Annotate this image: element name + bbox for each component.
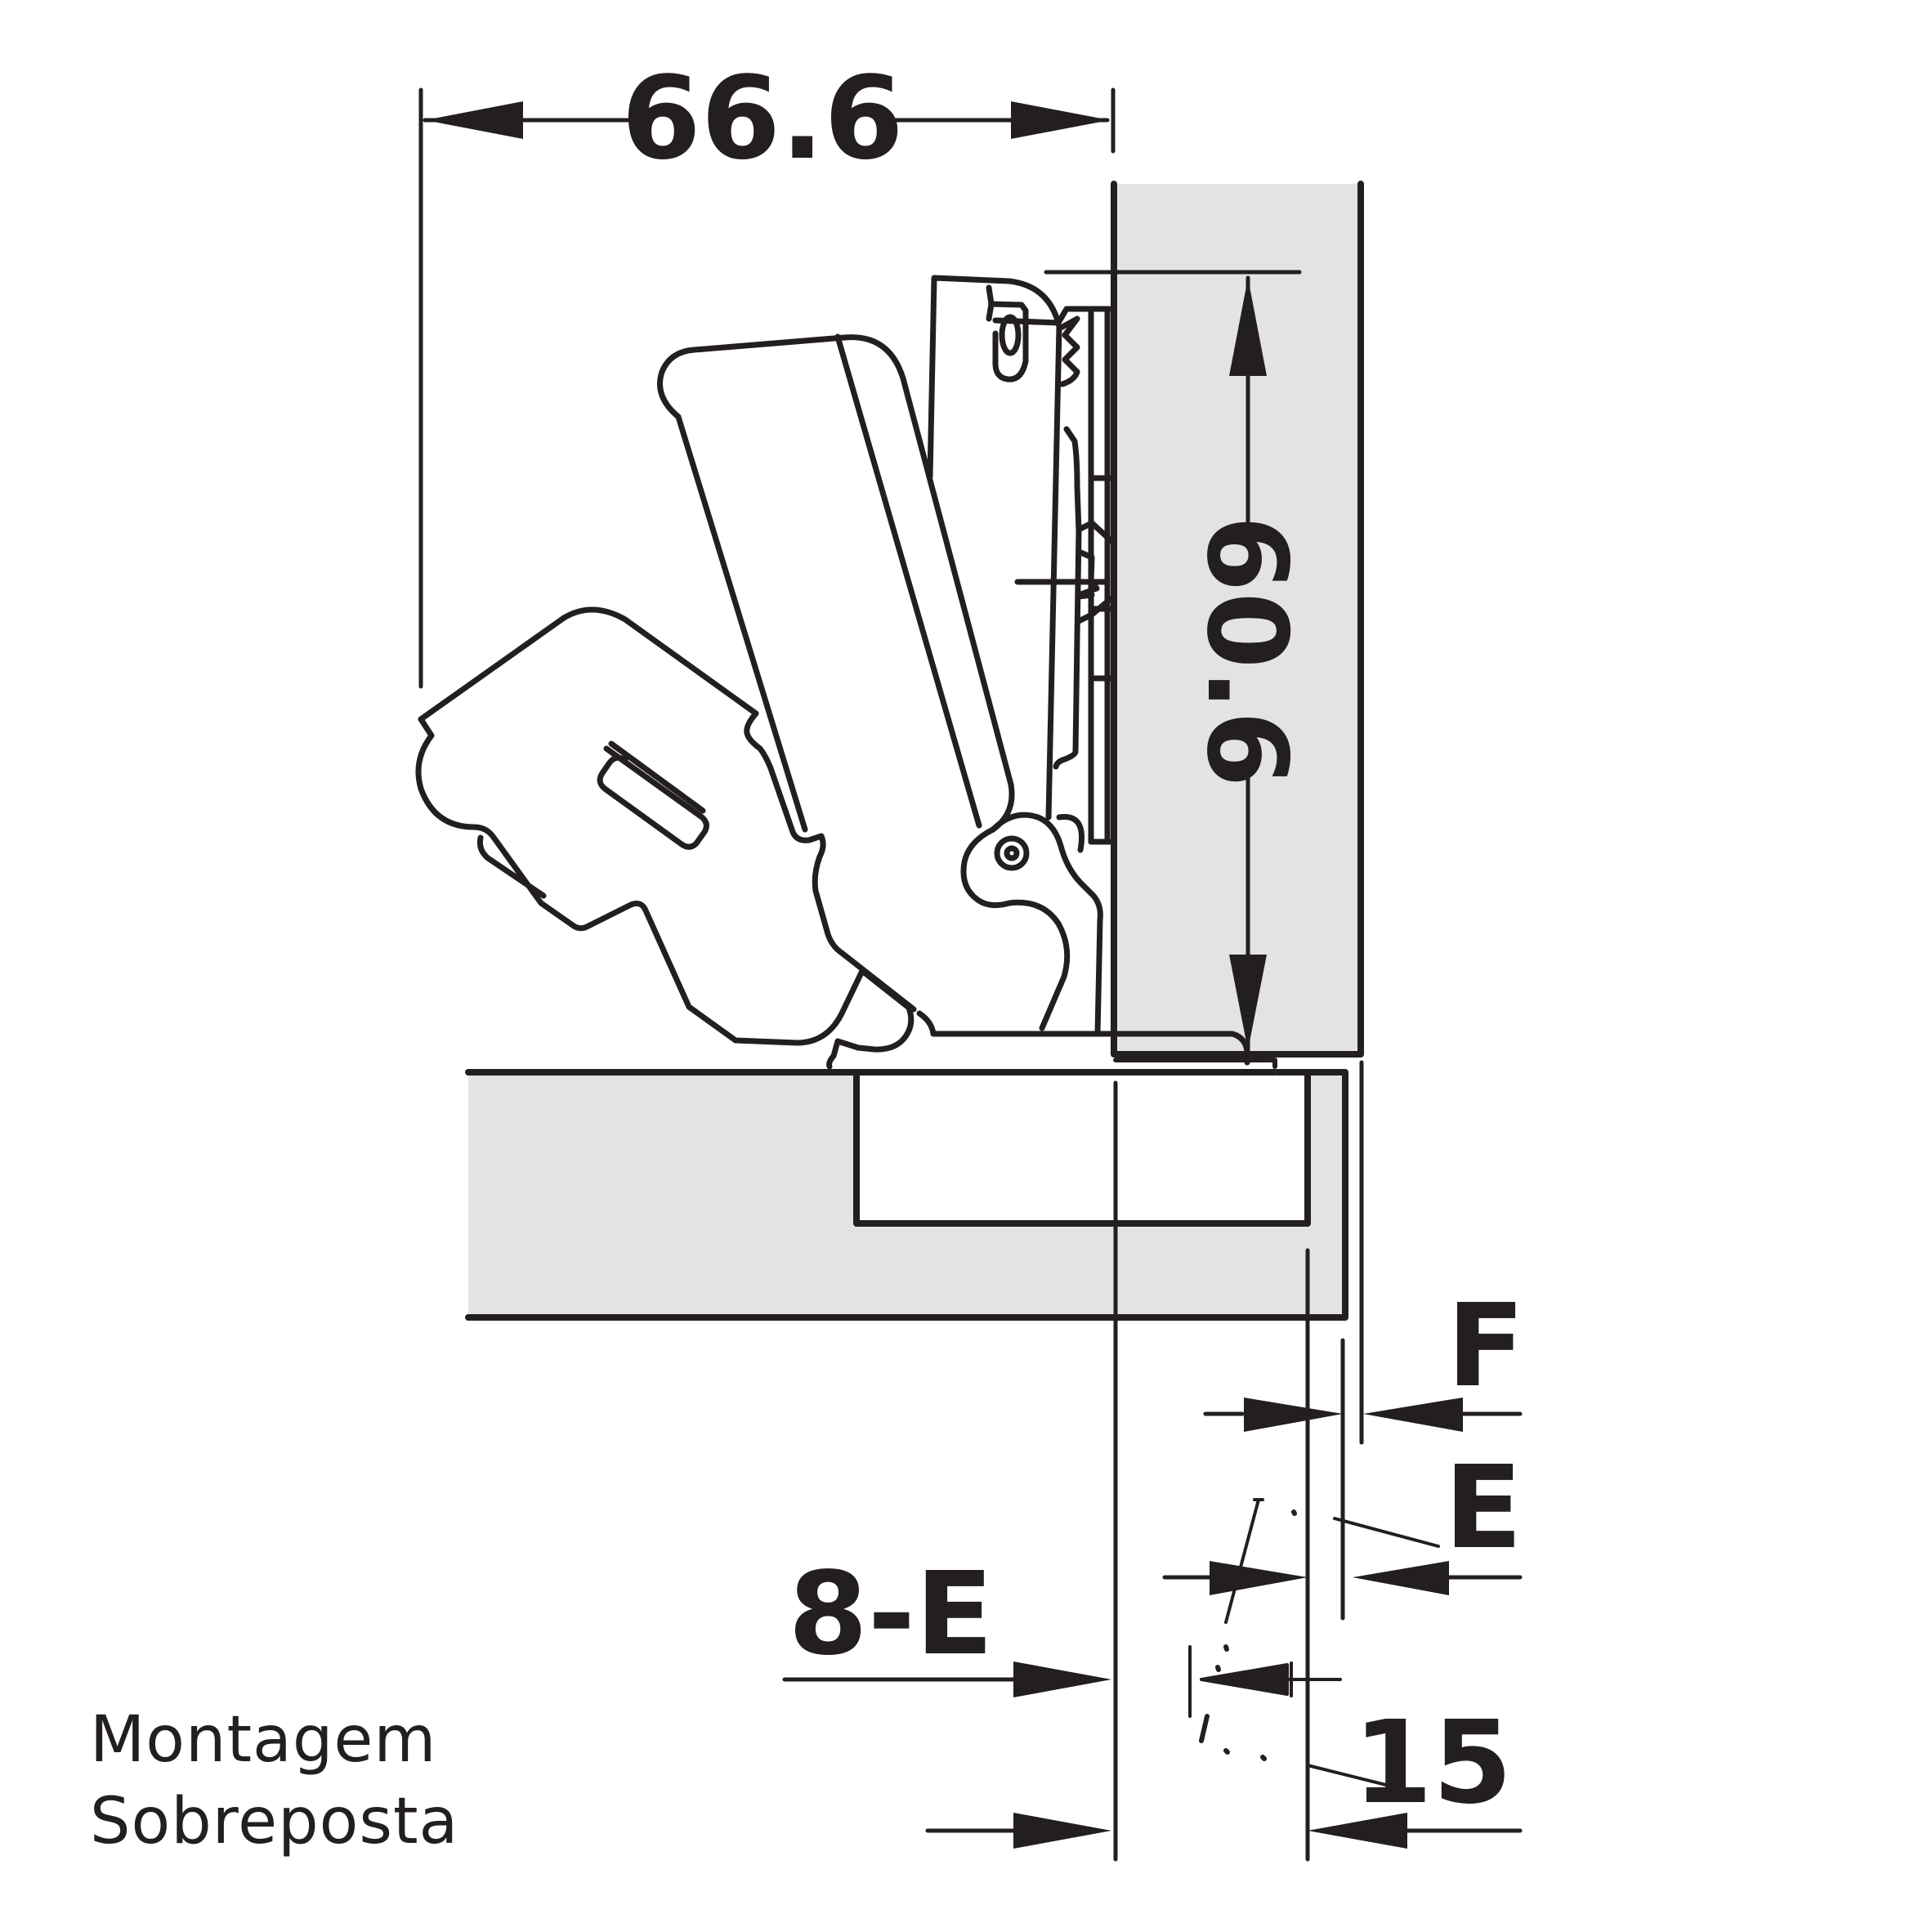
cabinet-side-panel: [1111, 181, 1364, 1058]
door-panel: [465, 1058, 1348, 1321]
caption-line-1: Montagem: [90, 1703, 437, 1777]
dimension-e-label: E: [1444, 1442, 1523, 1575]
dimension-60-6: 60.6: [1044, 270, 1311, 1053]
hinge-arm: [415, 275, 1250, 1070]
caption-line-2: Sobreposta: [90, 1785, 459, 1858]
dimension-8-minus-e: 8-E: [782, 1548, 1111, 1849]
dimension-15: 15: [1308, 1697, 1523, 1849]
swing-construction: [1188, 1498, 1407, 1791]
dimension-f-label: F: [1447, 1280, 1525, 1413]
dimension-f: F: [1203, 1280, 1525, 1432]
dimension-8-minus-e-label: 8-E: [788, 1548, 993, 1681]
dimension-66-6: 66.6: [418, 52, 1116, 689]
dimension-height-label: 60.6: [1183, 515, 1311, 787]
dimension-15-label: 15: [1353, 1697, 1513, 1830]
reference-lines: [1113, 1060, 1364, 1862]
dimension-width-label: 66.6: [621, 52, 903, 186]
